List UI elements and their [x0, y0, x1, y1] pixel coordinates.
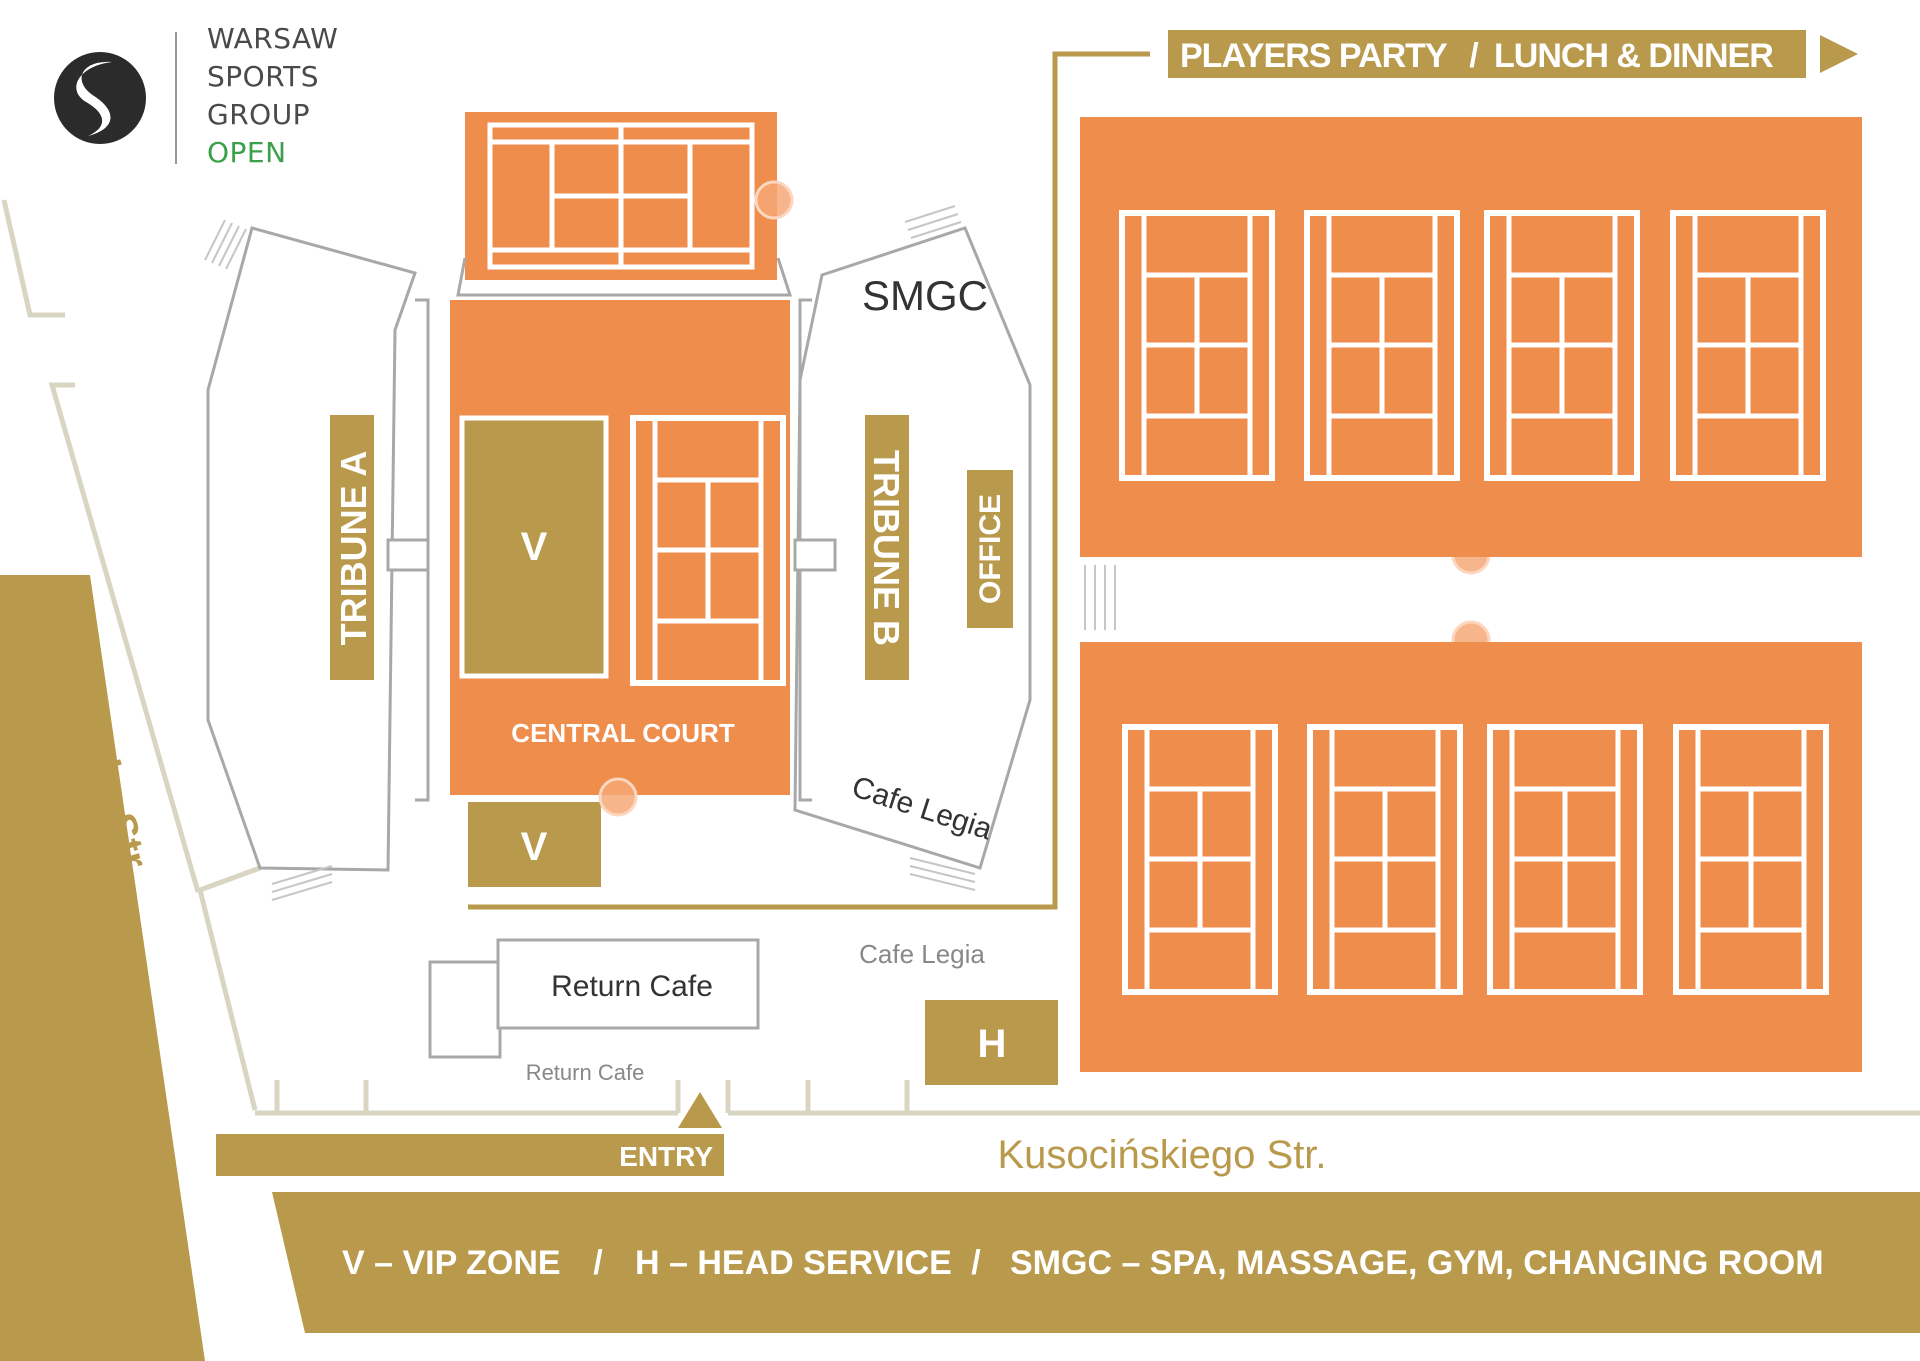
tribune-a-building [206, 226, 417, 872]
players-party-label[interactable]: PLAYERS PARTY [1180, 37, 1449, 75]
vip-zone-box [468, 802, 601, 887]
central-court-label: CENTRAL COURT [511, 718, 735, 748]
marker-central-icon [598, 777, 638, 817]
tribune-a-label: TRIBUNE A [333, 451, 374, 646]
return-cafe-building [496, 938, 760, 1030]
logo-text-warsaw: WARSAW [207, 22, 339, 55]
marker-top-icon [754, 180, 794, 220]
central-vip-label: V [521, 525, 548, 569]
legend-vip: V – VIP ZONE [342, 1244, 561, 1282]
paths [1, 199, 1920, 1116]
entry-bar[interactable] [216, 1134, 724, 1176]
logo-mark-icon [54, 52, 146, 144]
return-cafe-building-label: Return Cafe [551, 970, 713, 1003]
logo-text-open: OPEN [207, 136, 287, 169]
office-label: OFFICE [974, 494, 1007, 604]
head-service-label: H [978, 1022, 1007, 1066]
legend-separator-2: / [971, 1244, 981, 1282]
return-cafe-caption: Return Cafe [526, 1060, 645, 1085]
vip-zone-label: V [521, 825, 548, 869]
return-cafe-annex [428, 960, 502, 1059]
logo-text-group: GROUP [207, 98, 311, 131]
office-banner [967, 470, 1013, 628]
central-vip-box [459, 415, 609, 679]
legend-separator-1: / [593, 1244, 603, 1282]
players-party-banner[interactable] [1168, 30, 1806, 78]
upper-court-block [1080, 117, 1862, 557]
banner-separator: / [1469, 37, 1479, 75]
hatch-marks [204, 205, 1116, 901]
tribune-b-label: TRIBUNE B [866, 450, 907, 646]
street-kusocińskiego: Kusocińskiego Str. [997, 1133, 1326, 1177]
logo-text-sports: SPORTS [207, 60, 319, 93]
tribune-b-banner [865, 415, 909, 680]
lunch-dinner-label[interactable]: LUNCH & DINNER [1494, 37, 1774, 75]
arrow-right-icon[interactable] [1820, 35, 1858, 73]
legend-smgc: SMGC – SPA, MASSAGE, GYM, CHANGING ROOM [1010, 1244, 1824, 1282]
entry-arrow-icon [678, 1092, 722, 1128]
venue-boundary [468, 51, 1150, 910]
top-court-lines [487, 122, 755, 270]
myśliwiecka-road [0, 575, 205, 1361]
tribune-a-banner [330, 415, 374, 680]
legend-head-service: H – HEAD SERVICE [635, 1244, 952, 1282]
head-service-box [925, 1000, 1058, 1085]
entry-label[interactable]: ENTRY [619, 1141, 713, 1172]
logo [54, 32, 177, 164]
cafe-legia-caption: Cafe Legia [859, 939, 985, 969]
legend: V – VIP ZONE / H – HEAD SERVICE / SMGC –… [342, 1244, 1824, 1282]
smgc-label: SMGC [862, 272, 988, 319]
legend-band [272, 1192, 1920, 1333]
